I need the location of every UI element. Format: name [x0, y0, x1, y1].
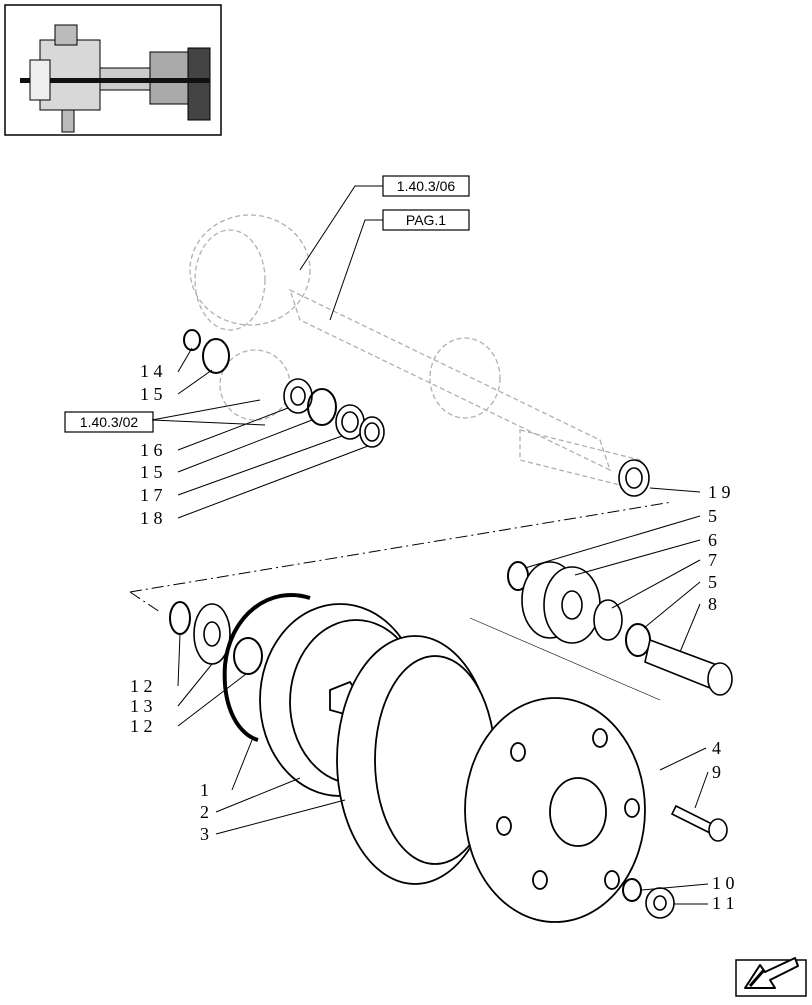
callout-6: 6: [708, 530, 717, 550]
bearing-19: [618, 459, 650, 497]
ring-15-top: [202, 338, 230, 374]
ref-box-label: 1.40.3/02: [80, 414, 139, 430]
washer-5-lower: [625, 623, 651, 657]
gear-6: [521, 561, 601, 644]
bolt-9: [670, 804, 728, 842]
ref-box-label: PAG.1: [406, 212, 446, 228]
ring-18: [359, 416, 385, 448]
snap-ring-12-lower: [233, 637, 263, 675]
ring-17: [335, 404, 365, 440]
nut-11: [645, 887, 675, 919]
axle-thumbnail[interactable]: [4, 4, 222, 136]
callout-18: 1 8: [140, 508, 163, 528]
hub-4: [464, 697, 646, 923]
callout-7: 7: [708, 550, 717, 570]
snap-ring-12-top: [169, 601, 191, 635]
assembly-axis-line: [129, 501, 673, 613]
reference-guide-lines: [469, 617, 661, 701]
callout-12: 1 2: [130, 676, 153, 696]
callout-8: 8: [708, 594, 717, 614]
callout-12: 1 2: [130, 716, 153, 736]
ghost-axle-shaft: [189, 214, 641, 491]
callout-3: 3: [200, 824, 209, 844]
ref-box-pag-1[interactable]: PAG.1: [382, 209, 470, 231]
callout-13: 1 3: [130, 696, 153, 716]
callout-5: 5: [708, 506, 717, 526]
callout-15: 1 5: [140, 462, 163, 482]
gear-13: [193, 603, 231, 665]
ring-15-mid: [307, 388, 337, 426]
axle-thumbnail-image: [20, 24, 211, 133]
callout-labels: 1 4 1 5 1 6 1 5 1 7 1 8 1 9 5 6 7 5 8 1 …: [130, 361, 735, 913]
next-page-button[interactable]: [735, 957, 807, 997]
callout-15: 1 5: [140, 384, 163, 404]
callout-14: 1 4: [140, 361, 163, 381]
callout-9: 9: [712, 762, 721, 782]
callout-10: 1 0: [712, 873, 735, 893]
callout-16: 1 6: [140, 440, 163, 460]
callout-4: 4: [712, 738, 721, 758]
pin-7: [593, 599, 623, 641]
ref-box-1-40-3-02[interactable]: 1.40.3/02: [64, 411, 154, 433]
callout-11: 1 1: [712, 893, 735, 913]
callout-19: 1 9: [708, 482, 731, 502]
washer-10: [622, 878, 642, 902]
seal-ring-1: [222, 592, 311, 742]
ref-box-1-40-3-06[interactable]: 1.40.3/06: [382, 175, 470, 197]
callout-1: 1: [200, 780, 209, 800]
leader-lines: [151, 185, 709, 905]
callout-2: 2: [200, 802, 209, 822]
callout-17: 1 7: [140, 485, 163, 505]
snap-ring-14: [183, 329, 201, 351]
next-page-arrow-icon: [744, 957, 799, 989]
shaft-8: [644, 638, 733, 696]
callout-5: 5: [708, 572, 717, 592]
ref-box-label: 1.40.3/06: [397, 178, 456, 194]
